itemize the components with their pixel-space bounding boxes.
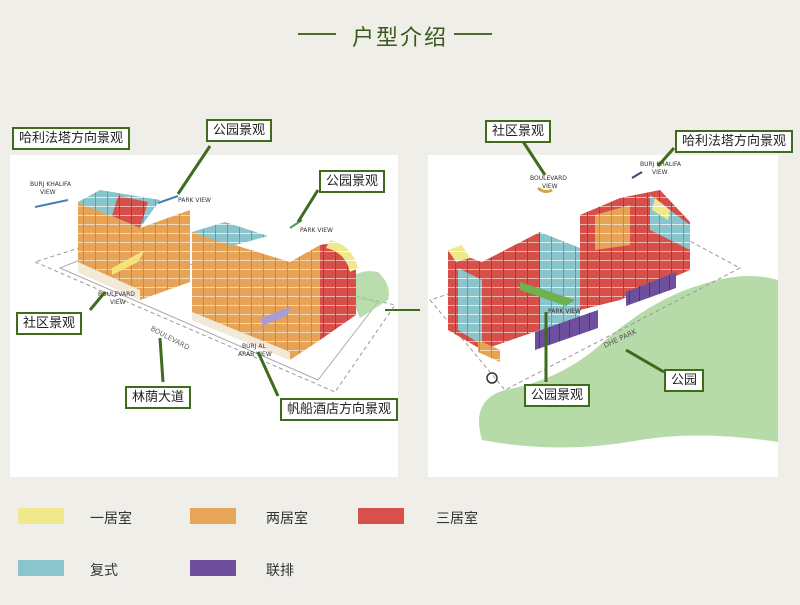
arrow-park-view-a [157, 195, 179, 204]
building-d-orange-units [595, 205, 630, 250]
plan-text-park-view-b: PARK VIEW [300, 227, 333, 234]
building-c-back [482, 232, 540, 350]
leader-community-left [88, 291, 107, 311]
title-line-left [298, 33, 336, 35]
legend-label-three-bedroom: 三居室 [436, 511, 478, 527]
legend-label-townhouse: 联排 [266, 563, 294, 579]
leader-park-view-1 [176, 145, 212, 195]
plan-text-boulevard-view-2: VIEW [110, 299, 126, 306]
plan-text-park-view-a: PARK VIEW [178, 197, 211, 204]
plan-text-burj-al-arab-1: BURJ AL [242, 343, 266, 350]
legend-label-one-bedroom: 一居室 [90, 511, 132, 527]
callout-burj-al-arab-view: 帆船酒店方向景观 [280, 398, 399, 421]
townhouse-row-1 [535, 310, 598, 350]
legend-swatch-duplex [18, 560, 64, 576]
plan-text-burj-al-arab-2: ARAB VIEW [238, 351, 272, 358]
legend-swatch-three-bedroom [358, 508, 404, 524]
leader-burj-al-arab [256, 351, 280, 397]
leader-lines [88, 139, 676, 397]
callout-park: 公园 [664, 369, 705, 392]
leader-park-view-2 [296, 189, 320, 223]
townhouse-row-2 [626, 272, 676, 306]
plan-text-burj-khalifa-left-1: BURJ KHALIFA [30, 181, 72, 188]
left-site-group: BURJ KHALIFA VIEW PARK VIEW PARK VIEW BO… [30, 181, 396, 393]
building-b-base [192, 312, 290, 360]
arrow-burj-al-arab [262, 306, 292, 326]
legend-label-duplex: 复式 [90, 563, 118, 579]
legend-item-townhouse: 联排 [190, 560, 360, 580]
leader-park [625, 348, 665, 374]
legend-item-duplex: 复式 [18, 560, 188, 580]
callout-community-view-left: 社区景观 [16, 312, 83, 335]
callout-burj-view-left: 哈利法塔方向景观 [12, 127, 131, 150]
arrow-burj-khalifa-left [34, 199, 69, 208]
page-title: 户型介绍 [351, 26, 448, 51]
title-line-right [454, 33, 492, 35]
compass-icon [486, 372, 498, 384]
arrow-boulevard-view [112, 250, 145, 275]
leader-community-right [520, 139, 547, 176]
arrow-park-view-right [520, 282, 575, 306]
building-a-side [140, 210, 190, 300]
building-d-one-bed [652, 198, 670, 220]
building-a-base [78, 262, 140, 300]
leader-burj-right [656, 147, 676, 167]
legend-item-one-bedroom: 一居室 [18, 508, 188, 528]
legend-swatch-two-bedroom [190, 508, 236, 524]
arrow-burj-khalifa-right [631, 171, 643, 179]
building-c-orange-units [478, 340, 500, 362]
plan-text-boulevard-view-1: BOULEVARD [98, 291, 135, 298]
plan-text-burj-khalifa-left-2: VIEW [40, 189, 56, 196]
plan-text-boulevard-right-2: VIEW [542, 183, 558, 190]
building-b-curved-end [320, 243, 356, 340]
callout-community-view-right: 社区景观 [485, 120, 552, 143]
plan-text-boulevard-right-1: BOULEVARD [530, 175, 567, 182]
callout-boulevard: 林荫大道 [125, 386, 192, 409]
legend-item-three-bedroom: 三居室 [358, 508, 528, 528]
building-b-one-bed-units [326, 240, 358, 272]
arrow-boulevard-view-right [537, 186, 553, 194]
plan-text-burj-khalifa-right-2: VIEW [652, 169, 668, 176]
building-b-roof-duplex [192, 222, 268, 246]
callout-burj-view-right: 哈利法塔方向景观 [675, 130, 794, 153]
building-c-duplex-stack [458, 268, 482, 345]
legend-swatch-one-bedroom [18, 508, 64, 524]
callout-park-view-2: 公园景观 [319, 170, 386, 193]
callout-park-view-3: 公园景观 [524, 384, 591, 407]
callout-park-view-1: 公园景观 [206, 119, 273, 142]
building-b-mid [290, 245, 320, 360]
title-row: 户型介绍 [0, 20, 800, 51]
legend-label-two-bedroom: 两居室 [266, 511, 308, 527]
leader-boulevard [158, 337, 165, 383]
legend-swatch-townhouse [190, 560, 236, 576]
legend-item-two-bedroom: 两居室 [190, 508, 360, 528]
building-c-one-bed [448, 245, 470, 262]
building-a-red-units [112, 196, 148, 228]
building-c-right-wing [540, 232, 580, 330]
plan-text-park-view-right: PARK VIEW [548, 308, 581, 315]
